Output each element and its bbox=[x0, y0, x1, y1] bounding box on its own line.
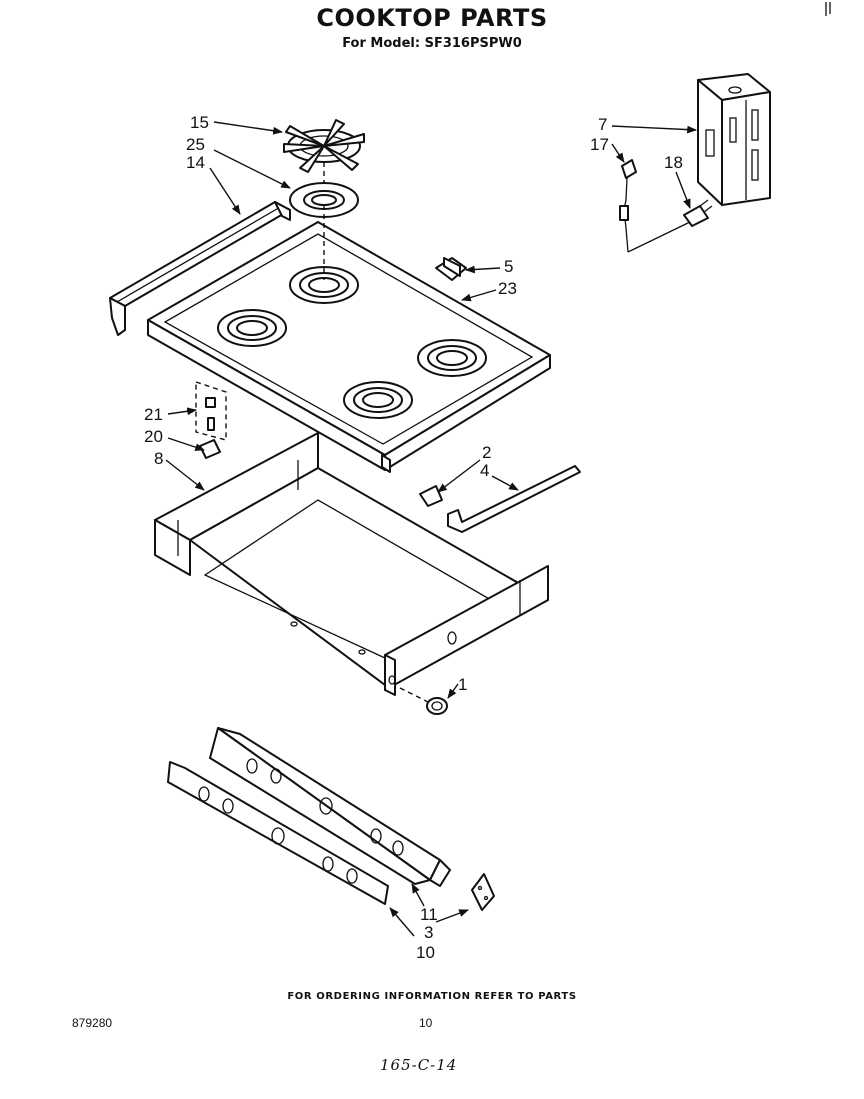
part-11-manifold-panel bbox=[209, 727, 451, 887]
callout-11: 11 bbox=[420, 905, 438, 924]
callout-2: 2 bbox=[482, 443, 491, 462]
handwritten-code: 165-C-14 bbox=[380, 1056, 458, 1074]
callout-14: 14 bbox=[186, 153, 205, 172]
part-15-grate bbox=[283, 119, 365, 184]
part-3-bracket bbox=[471, 873, 495, 911]
part-10-front-panel bbox=[167, 761, 389, 905]
callout-7: 7 bbox=[598, 115, 607, 134]
callout-5: 5 bbox=[504, 257, 513, 276]
part-2-4-igniter-tube bbox=[419, 465, 581, 533]
part-25-burner-bowl bbox=[289, 182, 359, 280]
callout-8: 8 bbox=[154, 449, 163, 468]
callout-4: 4 bbox=[480, 461, 489, 480]
model-subtitle: For Model: SF316PSPW0 bbox=[342, 36, 522, 51]
callout-15: 15 bbox=[190, 113, 209, 132]
part-23-cooktop bbox=[147, 221, 551, 473]
callout-23: 23 bbox=[498, 279, 517, 298]
part-1-knob bbox=[399, 687, 448, 715]
part-20-21-fasteners bbox=[195, 381, 227, 459]
document-number: 879280 bbox=[72, 1016, 113, 1030]
leader-lines bbox=[165, 121, 697, 937]
part-5-clip bbox=[435, 257, 467, 281]
part-8-burner-box bbox=[154, 432, 549, 696]
part-7-junction-box bbox=[697, 73, 771, 206]
callout-20: 20 bbox=[144, 427, 163, 446]
callout-18: 18 bbox=[664, 153, 683, 172]
part-14-side-trim bbox=[109, 201, 291, 336]
callout-17: 17 bbox=[590, 135, 609, 154]
callout-3: 3 bbox=[424, 923, 433, 942]
part-17-18-cord-plug bbox=[619, 159, 713, 253]
callout-1: 1 bbox=[458, 675, 467, 694]
callout-25: 25 bbox=[186, 135, 205, 154]
page-number: 10 bbox=[419, 1016, 433, 1030]
ordering-note: FOR ORDERING INFORMATION REFER TO PARTS bbox=[287, 991, 577, 1002]
page-title: COOKTOP PARTS bbox=[316, 4, 548, 32]
callout-21: 21 bbox=[144, 405, 163, 424]
callout-10: 10 bbox=[416, 943, 435, 962]
